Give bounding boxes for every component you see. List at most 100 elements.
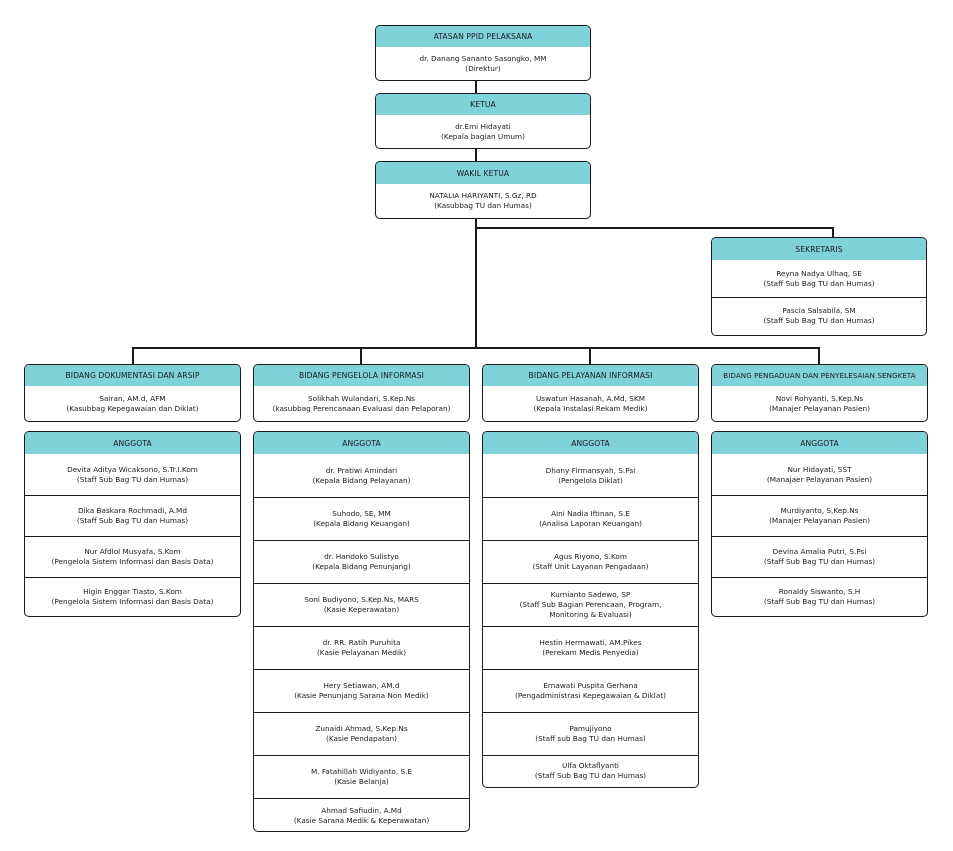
node-person: Pamujiyono (Staff sub Bag TU dan Humas) xyxy=(483,712,698,755)
node-person: Higin Enggar Tiasto, S.Kom (Pengelola Si… xyxy=(25,577,240,615)
node-title: ANGGOTA xyxy=(712,432,927,454)
node-bidang-dokumentasi: BIDANG DOKUMENTASI DAN ARSIP Sairan, AM.… xyxy=(24,364,241,422)
node-title: BIDANG PENGADUAN DAN PENYELESAIAN SENGKE… xyxy=(712,365,927,386)
person-role: (Pengadministrasi Kepegawaian & Diklat) xyxy=(514,691,666,700)
connector-line xyxy=(589,347,591,364)
person-name: Nur Afdlol Musyafa, S.Kom xyxy=(84,547,181,556)
person-name: Dhany Firmansyah, S.Psi xyxy=(545,465,636,475)
person-name: NATALIA HARIYANTI, S.Gz, RD xyxy=(429,191,537,200)
person-role: (kasubbag Perencanaan Evaluasi dan Pelap… xyxy=(272,403,451,413)
person-name: dr.Emi Hidayati xyxy=(455,121,511,131)
node-person: Agus Riyono, S.Kom (Staff Unit Layanan P… xyxy=(483,540,698,583)
node-wakil-ketua: WAKIL KETUA NATALIA HARIYANTI, S.Gz, RD … xyxy=(375,161,591,219)
person-role: (Staff Sub Bag TU dan Humas) xyxy=(763,278,875,288)
node-person: Ahmad Safiudin, A.Md (Kasie Sarana Medik… xyxy=(254,798,469,831)
person-role: (Kasie Sarana Medik & Keperawatan) xyxy=(293,815,430,825)
person-name: Hery Setiawan, AM.d xyxy=(323,681,400,690)
person-role: (Direktur) xyxy=(465,63,501,73)
person-role: (Perekam Medis Penyedia) xyxy=(542,648,639,657)
node-person: Devina Amalia Putri, S.Psi (Staff Sub Ba… xyxy=(712,536,927,577)
person-role: (Kasie Keperawatan) xyxy=(323,605,400,614)
node-person: Novi Rohyanti, S.Kep.Ns (Manajer Pelayan… xyxy=(712,386,927,421)
node-person: Reyna Nadya Ulhaq, SE (Staff Sub Bag TU … xyxy=(712,260,926,297)
node-atasan: ATASAN PPID PELAKSANA dr. Danang Sananto… xyxy=(375,25,591,81)
node-person: dr.Emi Hidayati (Kepala bagian Umum) xyxy=(376,115,590,148)
node-person: Nur Hidayati, SST (Manajaer Pelayanan Pa… xyxy=(712,454,927,495)
node-person: Ernawati Puspita Gerhana (Pengadministra… xyxy=(483,669,698,712)
person-role: (Kasubbag TU dan Humas) xyxy=(434,201,532,210)
node-person: Pascia Salsabila, SM (Staff Sub Bag TU d… xyxy=(712,297,926,334)
node-person: Aini Nadia Iftinan, S.E (Analisa Laporan… xyxy=(483,497,698,540)
node-person: Nur Afdlol Musyafa, S.Kom (Pengelola Sis… xyxy=(25,536,240,577)
person-name: dr. RR. Ratih Puruhita xyxy=(322,638,401,647)
node-person: Solikhah Wulandari, S.Kep.Ns (kasubbag P… xyxy=(254,386,469,421)
node-person: Dhany Firmansyah, S.Psi (Pengelola Dikla… xyxy=(483,454,698,497)
person-role: (Kepala bagian Umum) xyxy=(441,131,525,141)
person-role: (Manajaer Pelayanan Pasien) xyxy=(766,474,873,484)
node-ketua: KETUA dr.Emi Hidayati (Kepala bagian Umu… xyxy=(375,93,591,149)
node-title: BIDANG PELAYANAN INFORMASI xyxy=(483,365,698,386)
person-role: (Analisa Laporan Keuangan) xyxy=(539,519,642,528)
person-name: Soni Budiyono, S.Kep.Ns, MARS xyxy=(304,595,419,604)
node-title: WAKIL KETUA xyxy=(376,162,590,184)
person-name: Dika Baskara Rochmadi, A.Md xyxy=(77,506,187,515)
node-person: Hestin Hermawati, AM.Pikes (Perekam Medi… xyxy=(483,626,698,669)
connector-line xyxy=(475,219,477,348)
person-name: Higin Enggar Tiasto, S.Kom xyxy=(83,586,182,596)
connector-line xyxy=(475,79,477,93)
person-role: (Kasie Pendapatan) xyxy=(326,734,397,743)
person-name: Devita Aditya Wicaksono, S.Tr.I.Kom xyxy=(67,464,198,474)
node-bidang-pengelola: BIDANG PENGELOLA INFORMASI Solikhah Wula… xyxy=(253,364,470,422)
person-name: Nur Hidayati, SST xyxy=(787,464,852,474)
person-role: (Staff sub Bag TU dan Humas) xyxy=(535,734,646,743)
node-person: dr. Pratiwi Amindari (Kepala Bidang Pela… xyxy=(254,454,469,497)
person-role: (Kasubbag Kepegawaian dan Diklat) xyxy=(66,403,199,413)
node-title: ANGGOTA xyxy=(254,432,469,454)
connector-line xyxy=(132,347,134,364)
node-person: Sairan, AM.d, AFM (Kasubbag Kepegawaian … xyxy=(25,386,240,421)
node-anggota-pelayanan: ANGGOTA Dhany Firmansyah, S.Psi (Pengelo… xyxy=(482,431,699,788)
node-person: dr. RR. Ratih Puruhita (Kasie Pelayanan … xyxy=(254,626,469,669)
node-person: Hery Setiawan, AM.d (Kasie Penunjang Sar… xyxy=(254,669,469,712)
person-name: Pascia Salsabila, SM xyxy=(782,306,856,315)
person-role: (Staff Unit Layanan Pengadaan) xyxy=(532,562,649,571)
person-name: Solikhah Wulandari, S.Kep.Ns xyxy=(308,393,415,403)
person-role: (Kepala Instalasi Rekam Medik) xyxy=(533,403,648,413)
person-role: (Staff Sub Bag TU dan Humas) xyxy=(763,596,876,606)
person-name: Murdiyanto, S,Kep.Ns xyxy=(780,506,859,515)
person-name: Devina Amalia Putri, S.Psi xyxy=(772,547,867,556)
connector-line xyxy=(818,347,820,364)
person-role: (Manajer Pelayanan Pasien) xyxy=(769,403,870,413)
person-role: (Staff Sub Bag TU dan Humas) xyxy=(76,474,189,484)
node-sekretaris: SEKRETARIS Reyna Nadya Ulhaq, SE (Staff … xyxy=(711,237,927,336)
person-role: (Kasie Belanja) xyxy=(334,777,389,786)
person-name: Suhodo, SE, MM xyxy=(332,509,391,518)
person-role: (Staff Sub Bag TU dan Humas) xyxy=(534,771,647,780)
person-role: (Staff Sub Bag TU dan Humas) xyxy=(76,516,189,525)
connector-line xyxy=(832,227,834,237)
node-title: BIDANG DOKUMENTASI DAN ARSIP xyxy=(25,365,240,386)
person-name: Hestin Hermawati, AM.Pikes xyxy=(539,638,642,647)
node-person: Dika Baskara Rochmadi, A.Md (Staff Sub B… xyxy=(25,495,240,536)
person-role: (Pengelola Sistem Informasi dan Basis Da… xyxy=(51,596,214,606)
person-name: Ronaldy Siswanto, S.H xyxy=(778,586,861,596)
person-name: Aini Nadia Iftinan, S.E xyxy=(551,509,630,518)
person-name: Novi Rohyanti, S.Kep.Ns xyxy=(775,393,864,403)
node-person: Uswatun Hasanah, A.Md, SKM (Kepala Insta… xyxy=(483,386,698,421)
person-name: Ernawati Puspita Gerhana xyxy=(543,681,638,690)
connector-line xyxy=(360,347,362,364)
node-person: Murdiyanto, S,Kep.Ns (Manajer Pelayanan … xyxy=(712,495,927,536)
person-role: (Staff Sub Bag TU dan Humas) xyxy=(763,316,875,325)
person-name: Ahmad Safiudin, A.Md xyxy=(321,805,402,815)
person-name: dr. Handoko Sulistyo xyxy=(324,552,399,561)
person-name: Kurnianto Sadewo, SP xyxy=(550,590,631,599)
node-bidang-pengaduan: BIDANG PENGADUAN DAN PENYELESAIAN SENGKE… xyxy=(711,364,928,422)
person-name: Uswatun Hasanah, A.Md, SKM xyxy=(535,393,646,403)
person-role: (Staff Sub Bag TU dan Humas) xyxy=(763,557,876,566)
person-name: Reyna Nadya Ulhaq, SE xyxy=(776,268,862,278)
node-anggota-pengelola: ANGGOTA dr. Pratiwi Amindari (Kepala Bid… xyxy=(253,431,470,832)
person-name: dr. Pratiwi Amindari xyxy=(325,465,398,475)
node-title: ANGGOTA xyxy=(483,432,698,454)
person-role: (Kasie Pelayanan Medik) xyxy=(316,648,407,657)
connector-line xyxy=(132,347,819,349)
